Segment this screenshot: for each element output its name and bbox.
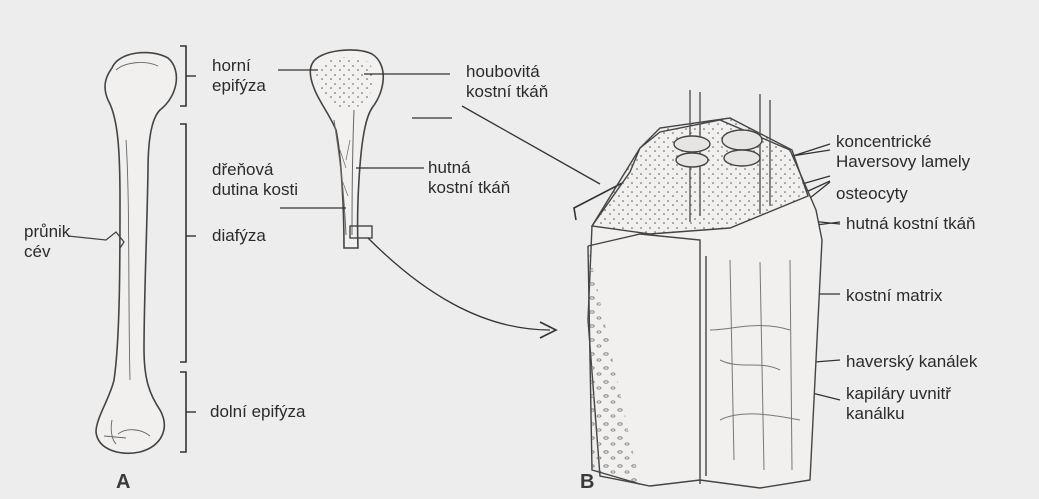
label-haversky-kanalek: haverský kanálek bbox=[846, 352, 977, 372]
prunik-cev-line bbox=[68, 232, 124, 248]
panel-letter-b: B bbox=[580, 472, 594, 492]
brackets bbox=[180, 46, 186, 452]
label-dolni-epifyza: dolní epifýza bbox=[210, 402, 305, 422]
label-osteocyty: osteocyty bbox=[836, 184, 908, 204]
panel-letter-a: A bbox=[116, 472, 130, 492]
bracket-ticks bbox=[186, 76, 196, 412]
humerus-outline bbox=[96, 53, 176, 454]
label-kostni-matrix: kostní matrix bbox=[846, 286, 942, 306]
label-hutna-kostni-tkan-b: hutná kostní tkáň bbox=[846, 214, 975, 234]
label-diafyza: diafýza bbox=[212, 226, 266, 246]
bone-block bbox=[588, 90, 822, 488]
bone-section bbox=[310, 50, 383, 248]
